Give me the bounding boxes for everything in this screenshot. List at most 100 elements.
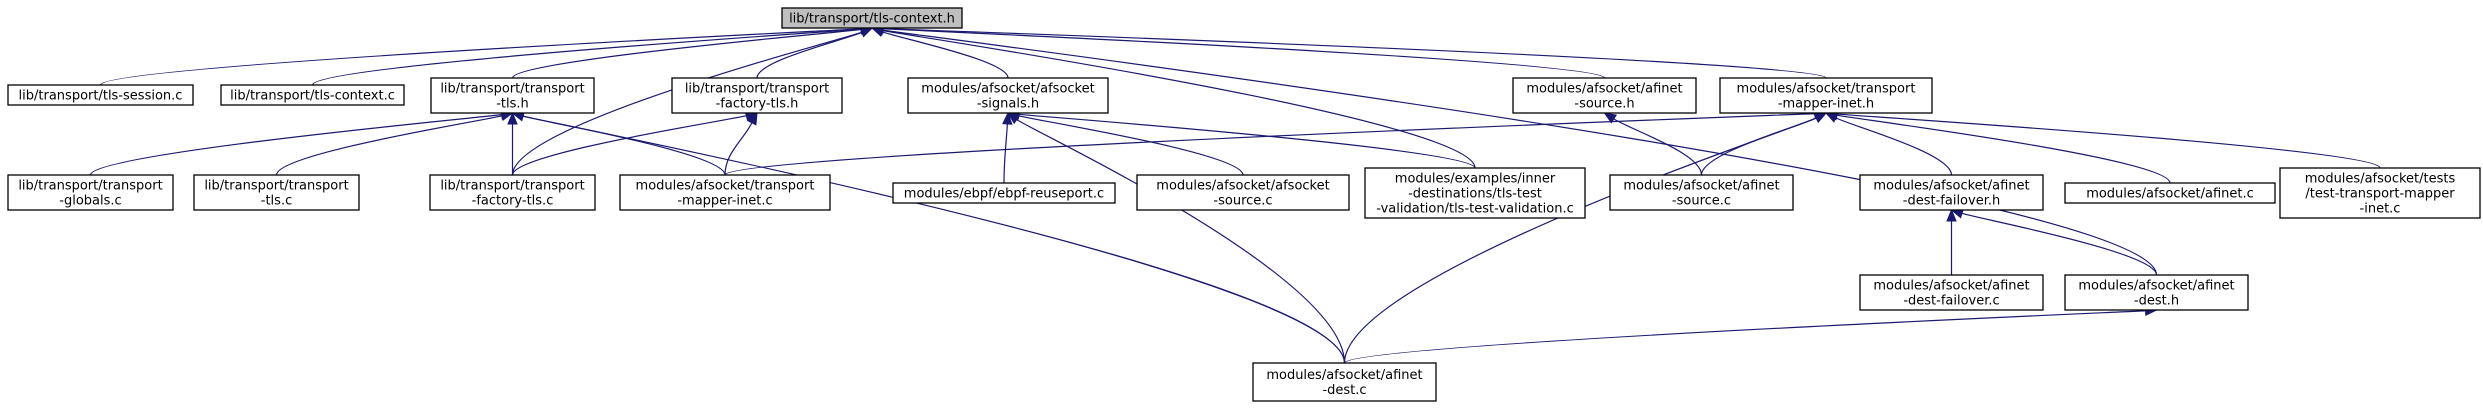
node-label-line: -inet.c bbox=[2360, 202, 2401, 217]
node-modules-examples-inner-destinations-tls-test-validation-tls-test-validation-c[interactable]: modules/examples/inner-destinations/tls-… bbox=[1364, 167, 1586, 219]
node-box bbox=[220, 84, 405, 106]
edge-arrowhead bbox=[1813, 112, 1828, 123]
node-box bbox=[907, 77, 1109, 114]
node-modules-afsocket-transport-mapper-inet-c[interactable]: modules/afsocket/transport-mapper-inet.c bbox=[619, 174, 831, 211]
node-box bbox=[619, 174, 831, 211]
node-modules-afsocket-afinet-dest-failover-h[interactable]: modules/afsocket/afinet-dest-failover.h bbox=[1859, 174, 2044, 211]
edge-sigh-to-root bbox=[870, 27, 1009, 79]
node-lib-transport-transport-globals-c[interactable]: lib/transport/transport-globals.c bbox=[7, 174, 174, 211]
edge-sess-to-root bbox=[99, 23, 874, 86]
node-label-line: lib/transport/tls-session.c bbox=[19, 89, 183, 104]
edge-tlsc-to-tlsh bbox=[275, 110, 514, 176]
node-modules-afsocket-tests-test-transport-mapper-inet-c[interactable]: modules/afsocket/tests/test-transport-ma… bbox=[2279, 167, 2481, 219]
edge-line bbox=[1836, 113, 2381, 169]
edge-line bbox=[882, 27, 1827, 79]
edge-insrc-to-maph bbox=[1700, 112, 1828, 176]
node-label-line: -tls.h bbox=[496, 97, 529, 112]
edge-line bbox=[882, 29, 2158, 276]
node-box bbox=[1859, 274, 2044, 311]
edge-line bbox=[1016, 119, 1346, 364]
node-label-line: lib/transport/tls-context.c bbox=[230, 89, 395, 104]
edge-line bbox=[882, 31, 1009, 79]
node-box bbox=[671, 77, 843, 114]
edge-line bbox=[1835, 117, 1953, 176]
node-label-line: modules/afsocket/afinet bbox=[1623, 179, 1779, 194]
edge-line bbox=[882, 28, 1606, 79]
edge-line bbox=[724, 122, 753, 176]
edge-arrowhead bbox=[1603, 112, 1618, 124]
edge-afinc-to-maph bbox=[1824, 110, 2171, 184]
node-modules-afsocket-afsocket-signals-h[interactable]: modules/afsocket/afsocket-signals.h bbox=[907, 77, 1109, 114]
edge-line bbox=[1018, 115, 1244, 176]
node-lib-transport-transport-tls-h[interactable]: lib/transport/transport-tls.h bbox=[430, 77, 595, 114]
node-box bbox=[1609, 174, 1794, 211]
edge-exam-to-sigh bbox=[1006, 109, 1476, 169]
node-label-line: modules/examples/inner bbox=[1395, 172, 1556, 187]
edge-arrowhead bbox=[1002, 111, 1013, 125]
node-label-line: lib/transport/transport bbox=[204, 179, 348, 194]
edge-mapc-to-facth bbox=[724, 111, 758, 176]
node-label-line: modules/afsocket/afinet bbox=[1526, 82, 1682, 97]
node-label-line: modules/afsocket/tests bbox=[2305, 172, 2456, 187]
edge-line bbox=[1343, 310, 2146, 364]
node-label-line: -dest.h bbox=[2134, 294, 2179, 309]
node-box bbox=[1136, 174, 1350, 211]
node-modules-afsocket-transport-mapper-inet-h[interactable]: modules/afsocket/transport-mapper-inet.h bbox=[1719, 77, 1933, 114]
node-modules-ebpf-ebpf-reuseport-c[interactable]: modules/ebpf/ebpf-reuseport.c bbox=[892, 182, 1116, 204]
node-label-line: modules/afsocket/afsocket bbox=[921, 82, 1094, 97]
edge-destc-to-tlsh bbox=[511, 111, 1346, 364]
edge-line bbox=[724, 113, 1816, 176]
edge-line bbox=[882, 29, 1476, 169]
node-label-line: modules/afsocket/afinet bbox=[1873, 179, 2029, 194]
node-label-line: -mapper-inet.c bbox=[677, 194, 772, 209]
node-lib-transport-transport-factory-tls-h[interactable]: lib/transport/transport-factory-tls.h bbox=[671, 77, 843, 114]
edge-destc-to-desth bbox=[1343, 305, 2158, 364]
edge-line bbox=[275, 115, 503, 176]
node-label-line: modules/afsocket/afinet bbox=[1873, 279, 2029, 294]
edge-line bbox=[99, 28, 862, 86]
node-label-line: -mapper-inet.h bbox=[1778, 97, 1874, 112]
node-box bbox=[781, 7, 963, 29]
node-box bbox=[2064, 182, 2276, 204]
node-modules-afsocket-afsocket-source-c[interactable]: modules/afsocket/afsocket-source.c bbox=[1136, 174, 1350, 211]
node-lib-transport-transport-factory-tls-c[interactable]: lib/transport/transport-factory-tls.c bbox=[429, 174, 596, 211]
node-label-line: modules/afsocket/afinet bbox=[1266, 368, 1422, 383]
node-label-line: -globals.c bbox=[59, 194, 121, 209]
node-label-line: -source.h bbox=[1574, 97, 1634, 112]
node-label-line: modules/ebpf/ebpf-reuseport.c bbox=[904, 187, 1104, 202]
edge-line bbox=[89, 114, 502, 176]
node-modules-afsocket-afinet-dest-failover-c[interactable]: modules/afsocket/afinet-dest-failover.c bbox=[1859, 274, 2044, 311]
node-modules-afsocket-afinet-c[interactable]: modules/afsocket/afinet.c bbox=[2064, 182, 2276, 204]
node-lib-transport-transport-tls-c[interactable]: lib/transport/transport-tls.c bbox=[193, 174, 360, 211]
node-label-line: /test-transport-mapper bbox=[2305, 187, 2455, 202]
node-label-line: -destinations/tls-test bbox=[1408, 187, 1542, 202]
node-lib-transport-tls-session-c[interactable]: lib/transport/tls-session.c bbox=[7, 84, 194, 106]
node-box bbox=[193, 174, 360, 211]
node-modules-afsocket-afinet-dest-c[interactable]: modules/afsocket/afinet-dest.c bbox=[1252, 362, 1437, 402]
edge-line bbox=[1836, 114, 2171, 184]
node-modules-afsocket-afinet-dest-h[interactable]: modules/afsocket/afinet-dest.h bbox=[2064, 274, 2249, 311]
edge-line bbox=[1018, 113, 1476, 169]
edge-maph-to-root bbox=[870, 23, 1827, 79]
node-box bbox=[1364, 167, 1586, 219]
edge-line bbox=[311, 28, 862, 86]
node-label-line: -factory-tls.h bbox=[716, 97, 799, 112]
node-label-line: modules/afsocket/transport bbox=[1737, 82, 1916, 97]
node-label-line: lib/transport/transport bbox=[18, 179, 162, 194]
edge-tests-to-maph bbox=[1824, 108, 2381, 169]
node-label-line: lib/transport/transport bbox=[685, 82, 829, 97]
node-label-line: -factory-tls.c bbox=[472, 194, 554, 209]
edge-arrowhead bbox=[747, 111, 758, 126]
node-label-line: -signals.h bbox=[977, 97, 1039, 112]
edge-factc-to-tlsh bbox=[507, 111, 518, 176]
node-lib-transport-tls-context-c[interactable]: lib/transport/tls-context.c bbox=[220, 84, 405, 106]
edge-line bbox=[511, 28, 862, 79]
node-label-line: -dest-failover.c bbox=[1903, 294, 1999, 309]
node-lib-transport-tls-context-h[interactable]: lib/transport/tls-context.h bbox=[781, 7, 963, 29]
edge-arrowhead bbox=[859, 27, 874, 38]
node-modules-afsocket-afinet-source-c[interactable]: modules/afsocket/afinet-source.c bbox=[1609, 174, 1794, 211]
node-label-line: modules/afsocket/afsocket bbox=[1156, 179, 1329, 194]
node-label-line: -tls.c bbox=[261, 194, 292, 209]
node-modules-afsocket-afinet-source-h[interactable]: modules/afsocket/afinet-source.h bbox=[1512, 77, 1697, 114]
